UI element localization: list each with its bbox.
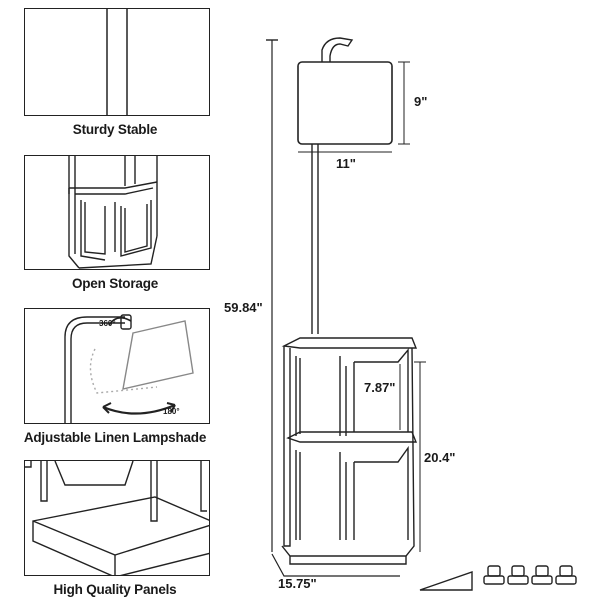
dim-shade-height: 9" (414, 94, 428, 109)
panels-illustration (25, 461, 209, 575)
dim-shelf-gap: 7.87" (364, 380, 396, 395)
rotation-label-bottom: 180° (163, 407, 180, 416)
feature-panel-quality (24, 460, 210, 576)
feature-caption-sturdy: Sturdy Stable (72, 122, 158, 137)
rotation-label-top: 360° (99, 319, 116, 328)
leveling-feet-icons (483, 565, 577, 585)
feature-caption-storage: Open Storage (71, 276, 159, 291)
feature-panel-storage (24, 155, 210, 270)
dim-shade-width: 11" (336, 156, 356, 171)
storage-illustration (68, 156, 158, 269)
dim-total-height: 59.84" (224, 300, 263, 315)
feature-panel-sturdy (24, 8, 210, 116)
feature-caption-panels: High Quality Panels (53, 582, 177, 597)
lampshade-illustration (64, 314, 194, 423)
feature-panel-lampshade: 360° 180° (24, 308, 210, 424)
feature-caption-lampshade: Adjustable Linen Lampshade (23, 430, 207, 445)
sturdy-illustration (106, 9, 128, 115)
dim-shelf-height: 20.4" (424, 450, 456, 465)
dim-base-width: 15.75" (278, 576, 317, 591)
